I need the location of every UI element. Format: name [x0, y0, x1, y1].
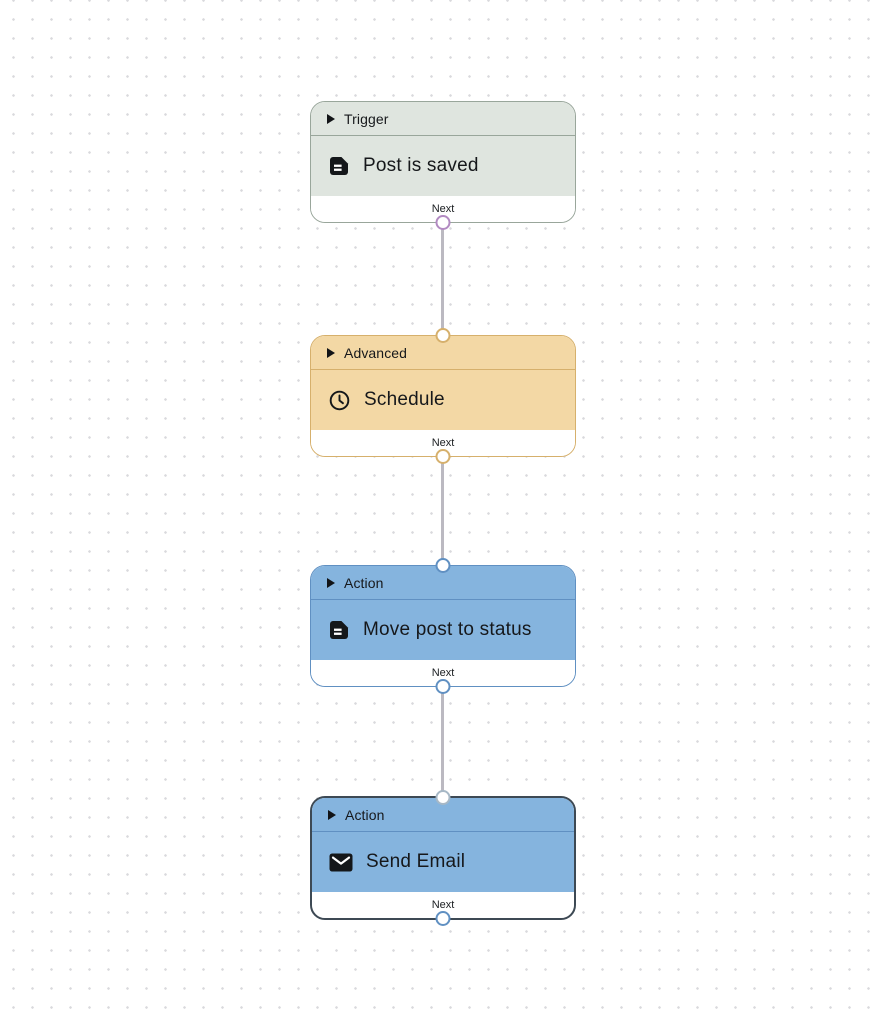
node-category: Action	[345, 806, 385, 823]
target-handle[interactable]	[435, 790, 451, 805]
node-body: Post is saved	[311, 136, 575, 196]
edge-connector	[441, 687, 444, 798]
target-handle[interactable]	[435, 558, 451, 573]
expand-triangle-icon[interactable]	[327, 113, 335, 124]
node-label: Send Email	[366, 851, 466, 872]
expand-triangle-icon[interactable]	[327, 577, 335, 588]
node-label: Move post to status	[363, 619, 532, 640]
expand-triangle-icon[interactable]	[327, 347, 335, 358]
node-advanced-schedule[interactable]: Advanced Schedule Next	[310, 328, 576, 464]
source-handle[interactable]	[435, 911, 451, 926]
target-handle[interactable]	[435, 328, 451, 343]
node-action-move-post-to-status[interactable]: Action Move post to status Next	[310, 558, 576, 694]
envelope-icon	[329, 853, 353, 872]
node-body: Schedule	[311, 370, 575, 430]
node-trigger-post-is-saved[interactable]: Trigger Post is saved Next	[310, 101, 576, 230]
node-body: Move post to status	[311, 600, 575, 660]
edge-connector	[441, 457, 444, 567]
node-label: Schedule	[364, 389, 445, 410]
footer-label: Next	[431, 203, 455, 215]
node-header: Action	[311, 566, 575, 600]
node-category: Trigger	[344, 110, 389, 127]
node-label: Post is saved	[363, 155, 479, 176]
document-icon	[328, 155, 350, 177]
footer-label: Next	[431, 437, 455, 449]
source-handle[interactable]	[435, 679, 451, 694]
document-icon	[328, 619, 350, 641]
expand-triangle-icon[interactable]	[328, 809, 336, 820]
source-handle[interactable]	[435, 215, 451, 230]
node-action-send-email[interactable]: Action Send Email Next	[310, 790, 576, 926]
source-handle[interactable]	[435, 449, 451, 464]
node-category: Action	[344, 574, 384, 591]
clock-icon	[328, 389, 351, 412]
edge-connector	[441, 223, 444, 336]
footer-label: Next	[431, 667, 455, 679]
node-header: Trigger	[311, 102, 575, 136]
node-category: Advanced	[344, 344, 408, 361]
node-body: Send Email	[312, 832, 574, 892]
footer-label: Next	[431, 899, 455, 911]
